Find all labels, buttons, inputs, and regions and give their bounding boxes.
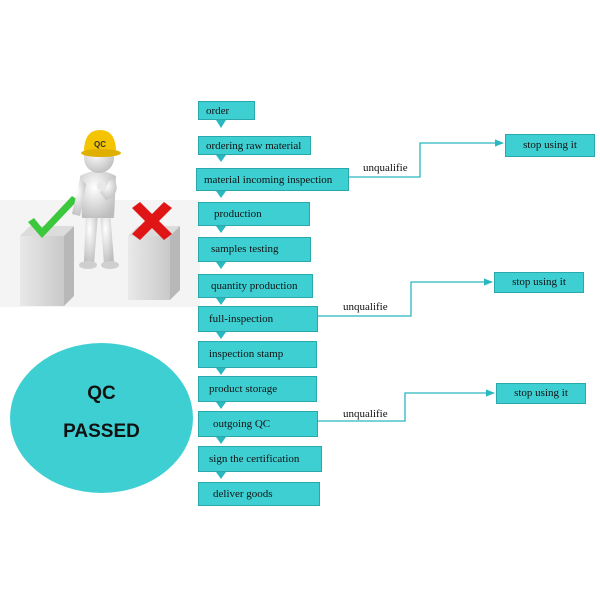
- flow-step-ordering-raw-material: ordering raw material: [198, 136, 311, 155]
- branch-label-2: unqualifie: [343, 301, 388, 313]
- stop-box-2: stop using it: [494, 272, 584, 293]
- flow-step-production: production: [198, 202, 310, 226]
- stop-box-1: stop using it: [505, 134, 595, 157]
- branch-lines: [318, 139, 504, 422]
- cross-icon: [132, 202, 172, 240]
- stop-box-3: stop using it: [496, 383, 586, 404]
- qc-passed-badge: QC PASSED: [10, 343, 193, 493]
- flow-step-full-inspection: full-inspection: [198, 306, 318, 332]
- flow-step-samples-testing: samples testing: [198, 237, 311, 262]
- flow-step-material-incoming-inspection: material incoming inspection: [196, 168, 349, 191]
- flow-step-product-storage: product storage: [198, 376, 317, 402]
- branch-label-1: unqualifie: [363, 162, 408, 174]
- flow-step-deliver-goods: deliver goods: [198, 482, 320, 506]
- worker-figure: [72, 143, 119, 269]
- right-pedestal: [128, 226, 180, 300]
- flow-step-inspection-stamp: inspection stamp: [198, 341, 317, 368]
- flow-step-sign-the-certification: sign the certification: [198, 446, 322, 472]
- badge-line-1: QC: [87, 383, 116, 404]
- helmet-label: QC: [94, 140, 106, 149]
- down-arrows: [216, 120, 226, 479]
- badge-line-2: PASSED: [63, 421, 140, 442]
- worker-illustration: QC: [0, 130, 200, 307]
- helmet-icon: QC: [81, 130, 121, 157]
- flow-step-quantity-production: quantity production: [198, 274, 313, 298]
- branch-label-3: unqualifie: [343, 408, 388, 420]
- check-icon: [28, 196, 78, 238]
- flow-step-order: order: [198, 101, 255, 120]
- flow-step-outgoing-qc: outgoing QC: [198, 411, 318, 437]
